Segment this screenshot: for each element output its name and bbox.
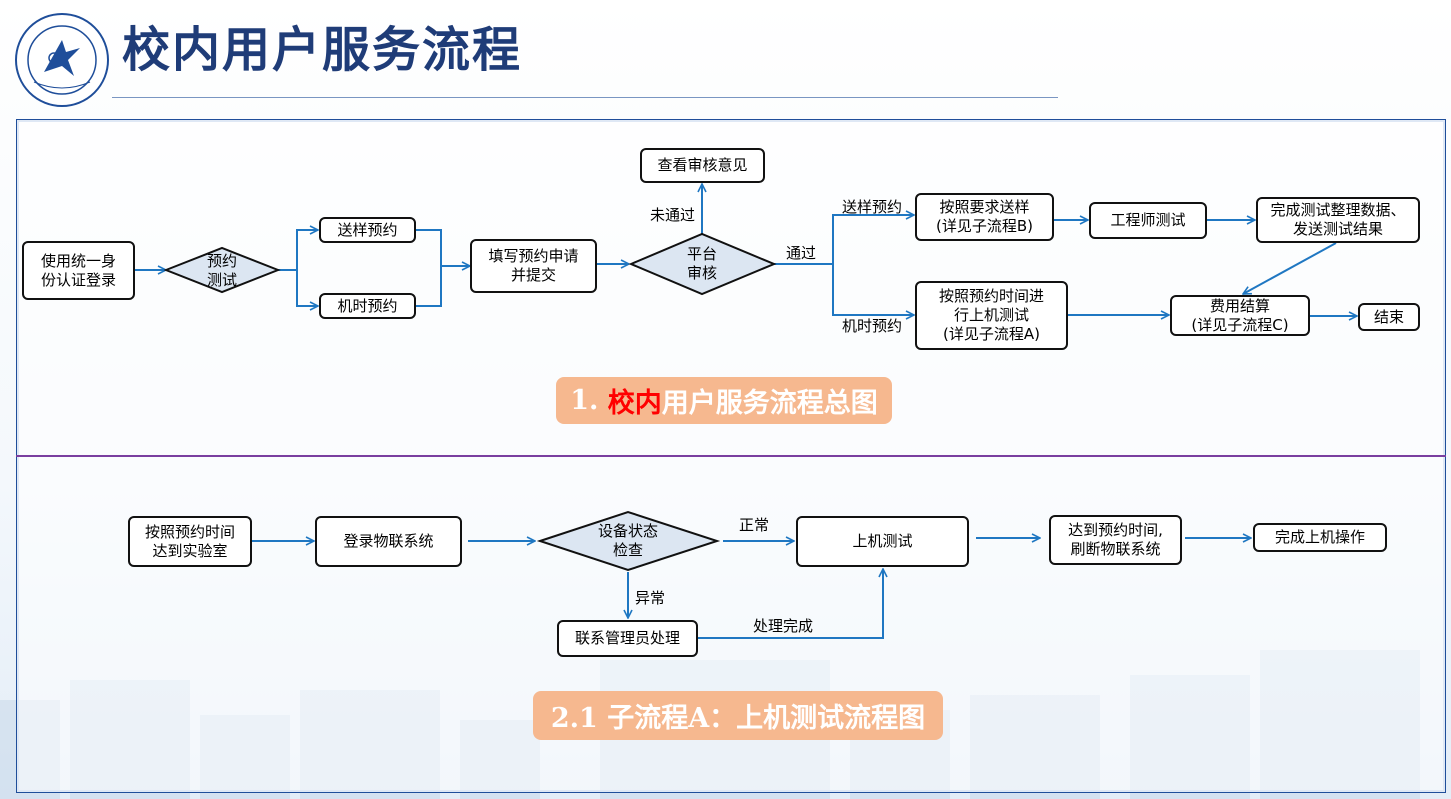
node-unified-login: 使用统一身 份认证登录 (22, 241, 135, 300)
label-machine: 机时预约 (842, 317, 903, 335)
node-machine-test-2: 上机测试 (796, 516, 969, 567)
node-finish-data: 完成测试整理数据、 发送测试结果 (1256, 197, 1420, 243)
diamond-device-check (536, 510, 721, 572)
section-divider (16, 455, 1446, 457)
banner-overview-text: 用户服务流程总图 (661, 388, 878, 419)
node-machine-reserve: 机时预约 (319, 293, 416, 319)
diamond-label-platform-review: 平台 审核 (686, 245, 717, 282)
node-finish-operation: 完成上机操作 (1253, 523, 1387, 552)
branch-review-pass (774, 215, 914, 265)
diamond-label-device-check: 设备状态 检查 (597, 522, 658, 559)
node-arrive-lab: 按照预约时间 达到实验室 (128, 516, 252, 567)
node-machine-test: 按照预约时间进 行上机测试 (详见子流程A) (915, 281, 1068, 350)
node-view-opinion: 查看审核意见 (640, 148, 765, 183)
diamond-label-reserve-test: 预约 测试 (206, 252, 237, 289)
page-title: 校内用户服务流程 (122, 22, 523, 78)
label-normal: 正常 (739, 516, 770, 534)
label-pass: 通过 (786, 244, 817, 262)
banner-overview: 1. 校内用户服务流程总图 (556, 377, 892, 424)
label-abnormal: 异常 (635, 589, 666, 607)
banner-overview-number: 1. (570, 385, 599, 416)
banner-subflow-a: 2.1 子流程A：上机测试流程图 (533, 691, 943, 740)
node-settlement: 费用结算 (详见子流程C) (1170, 295, 1310, 336)
branch-reserve (278, 230, 318, 271)
banner-overview-highlight: 校内 (607, 388, 662, 419)
node-end: 结束 (1358, 303, 1420, 331)
title-underline (112, 97, 1058, 98)
node-fill-form: 填写预约申请 并提交 (470, 239, 597, 293)
node-engineer-test: 工程师测试 (1089, 202, 1207, 239)
university-logo (15, 13, 109, 107)
label-handled: 处理完成 (753, 617, 814, 635)
label-not-pass: 未通过 (650, 206, 696, 224)
node-time-up: 达到预约时间, 刷断物联系统 (1049, 515, 1182, 565)
label-sample: 送样预约 (842, 198, 903, 216)
node-sample-reserve: 送样预约 (319, 217, 416, 243)
diamond-reserve-test (163, 246, 281, 294)
node-contact-admin: 联系管理员处理 (557, 620, 698, 657)
node-login-iot: 登录物联系统 (315, 516, 462, 567)
merge-reserve (416, 229, 442, 307)
diamond-platform-review (628, 232, 777, 296)
node-send-sample: 按照要求送样 (详见子流程B) (915, 193, 1054, 241)
